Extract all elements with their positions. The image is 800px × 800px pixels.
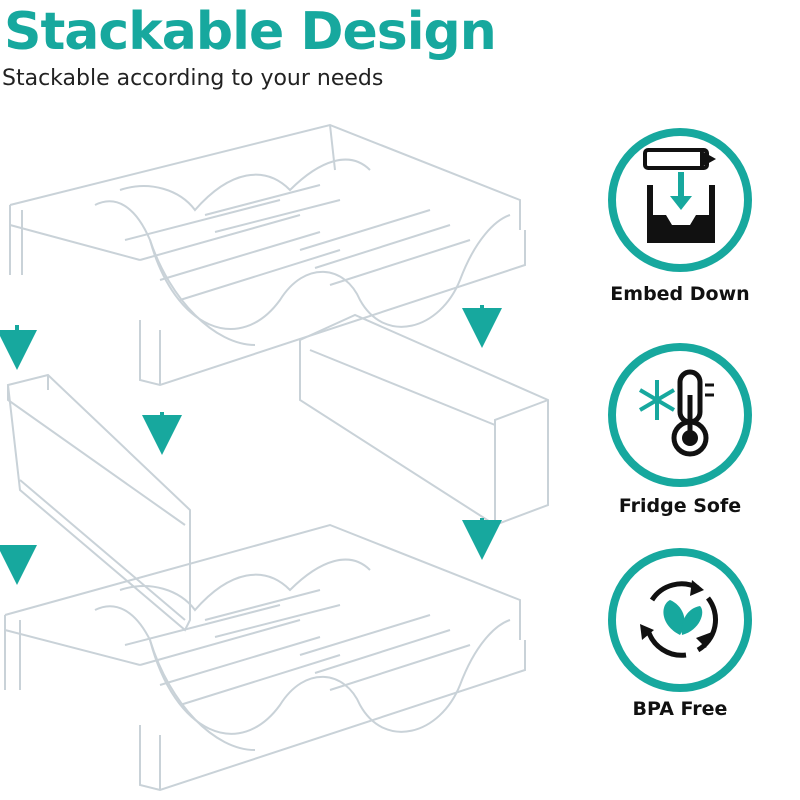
feature-label-bpa-free: BPA Free <box>632 698 728 720</box>
bpa-free-icon <box>608 548 752 692</box>
fridge-safe-icon <box>608 343 752 487</box>
page-title: Stackable Design <box>4 2 497 62</box>
snowflake-icon <box>638 380 676 420</box>
thermometer-icon <box>671 369 714 457</box>
assembly-arrows <box>0 305 502 585</box>
divider-panel-right <box>299 313 549 527</box>
leaf-icon <box>681 606 703 635</box>
bottom-wine-rack <box>4 523 526 792</box>
leaf-icon <box>663 600 685 635</box>
top-wine-rack <box>9 123 526 387</box>
feature-label-embed-down: Embed Down <box>610 283 750 305</box>
embed-down-icon <box>608 128 752 272</box>
page-subtitle: Stackable according to your needs <box>2 66 384 91</box>
divider-panel-left <box>6 373 191 632</box>
feature-label-fridge-safe: Fridge Sofe <box>618 495 742 517</box>
